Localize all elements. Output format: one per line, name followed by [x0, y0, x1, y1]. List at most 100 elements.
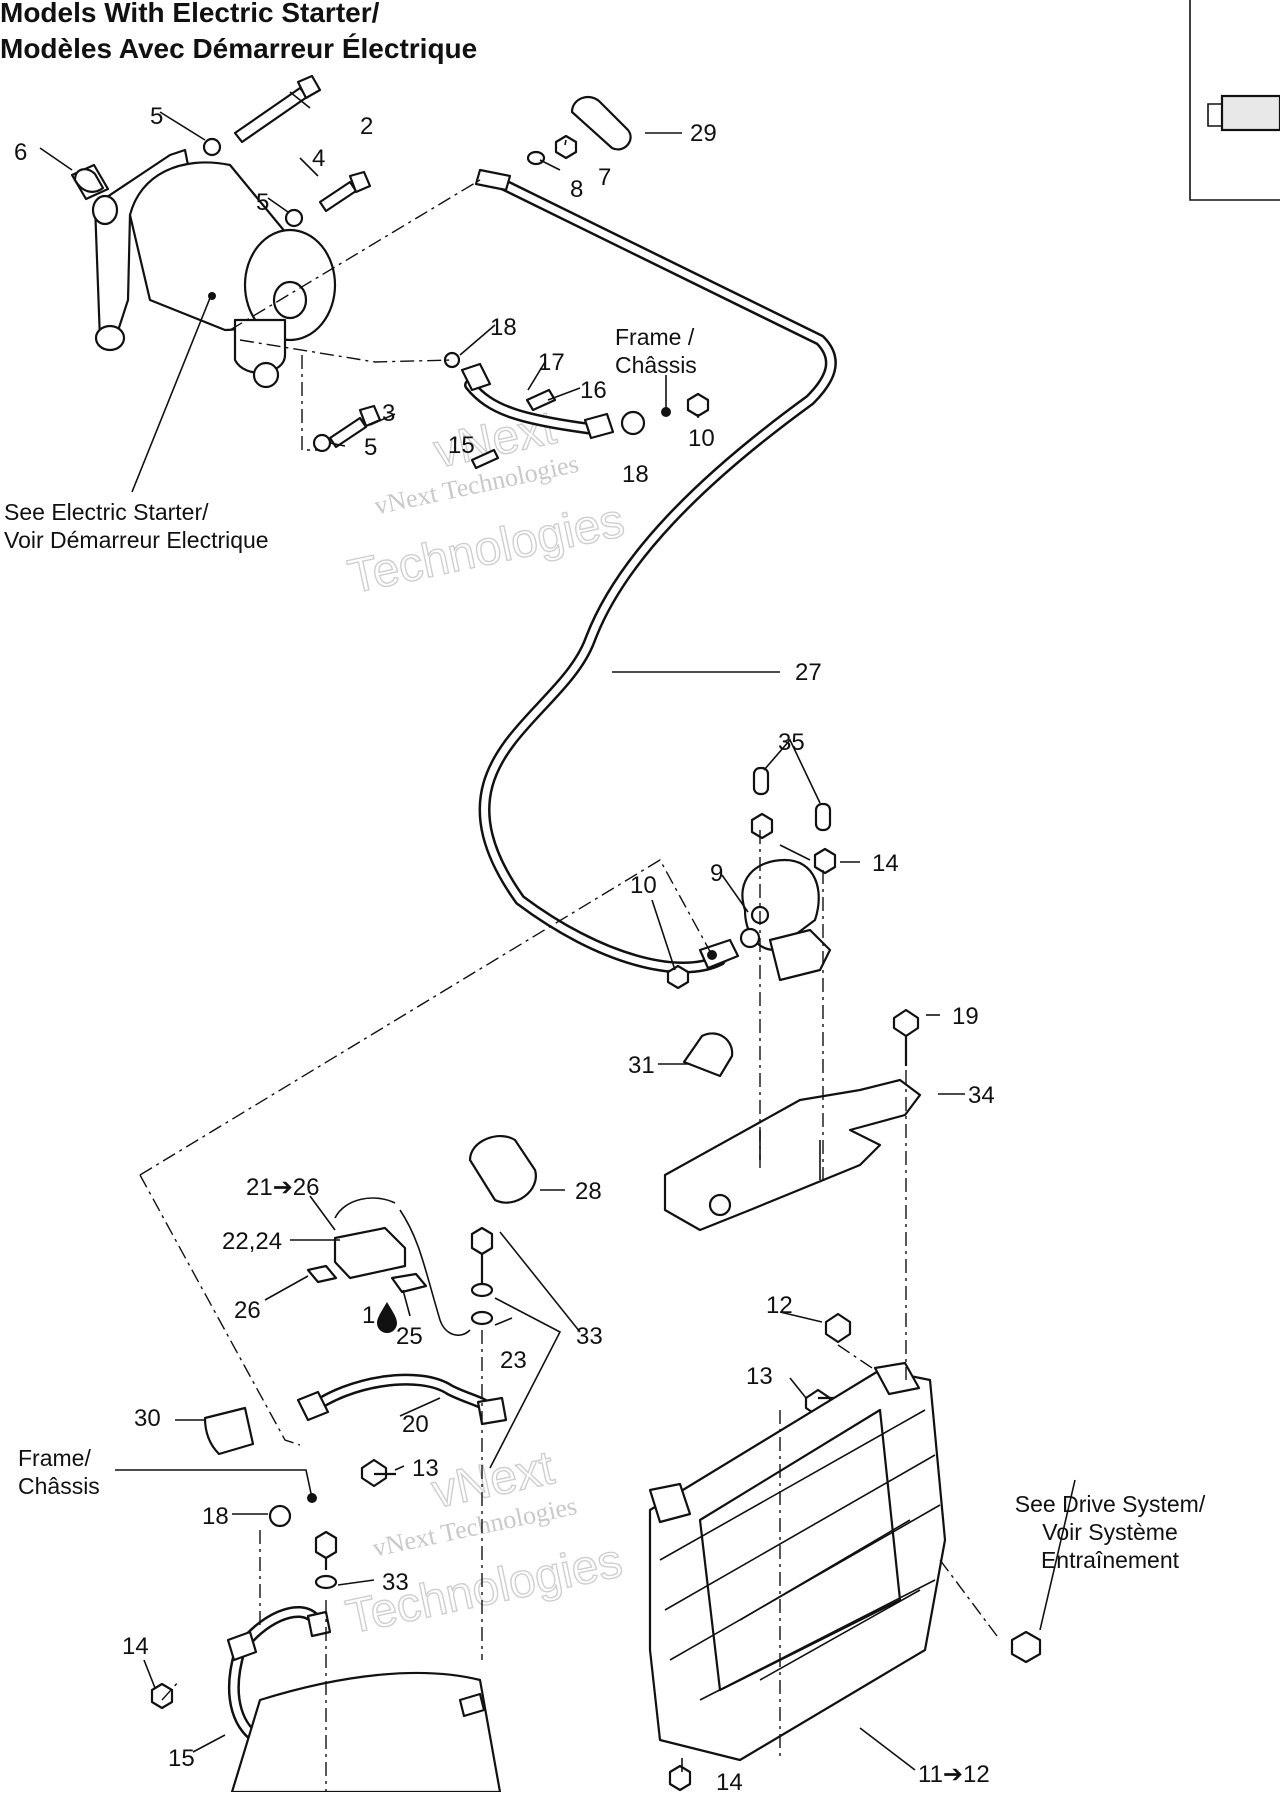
callout-3: 3 — [382, 400, 395, 427]
callout-31: 31 — [628, 1052, 655, 1079]
callout-13a: 13 — [412, 1455, 439, 1482]
fuse-26 — [306, 1264, 338, 1284]
title-line-1: Models With Electric Starter/ — [0, 0, 380, 28]
washer-33a — [470, 1282, 494, 1298]
note-frame-2-line-2: Châssis — [18, 1473, 100, 1499]
washer-18b — [620, 410, 646, 436]
callout-13b: 13 — [746, 1363, 773, 1390]
callout-11: 11➔12 — [918, 1761, 990, 1788]
note-drive-line-3: Entraînement — [1041, 1547, 1180, 1573]
callout-29: 29 — [690, 120, 717, 147]
callout-4: 4 — [312, 145, 325, 172]
assembly-lines — [139, 179, 1001, 1792]
callout-14a: 14 — [872, 850, 899, 877]
frame-point-2 — [707, 950, 717, 960]
cap-35b — [814, 802, 832, 832]
note-frame-1-line-1: Frame / — [615, 324, 695, 350]
callout-1: 1 — [362, 1302, 375, 1329]
bolt-2 — [233, 74, 322, 144]
callout-25: 25 — [396, 1323, 423, 1350]
nut-10b — [666, 964, 690, 990]
boot-31 — [682, 1032, 734, 1078]
bolt-3 — [328, 404, 382, 449]
nut-14c — [150, 1682, 174, 1710]
callout-34: 34 — [968, 1082, 995, 1109]
title-line-2: Modèles Avec Démarreur Électrique — [0, 33, 477, 64]
washer-8 — [526, 150, 546, 166]
boot-29 — [570, 95, 632, 151]
note-starter-line-1: See Electric Starter/ — [4, 499, 209, 525]
washer-18c — [268, 1504, 292, 1528]
nut-14b — [813, 847, 837, 875]
callout-5a: 5 — [150, 103, 163, 130]
note-starter-line-2: Voir Démarreur Electrique — [4, 527, 269, 553]
note-frame-1-line-2: Châssis — [615, 352, 697, 378]
washer-5c — [312, 433, 332, 453]
callout-12: 12 — [766, 1292, 793, 1319]
callout-22: 22,24 — [222, 1228, 282, 1255]
callout-6: 6 — [14, 139, 27, 166]
notes: Frame / Châssis See Electric Starter/ Vo… — [4, 324, 1206, 1573]
callout-2: 2 — [360, 113, 373, 140]
note-drive-line-1: See Drive System/ — [1015, 1491, 1206, 1517]
bolt-4 — [318, 170, 372, 213]
callout-18a: 18 — [490, 314, 517, 341]
boot-28 — [468, 1135, 537, 1204]
callout-33b: 33 — [382, 1569, 409, 1596]
callout-23: 23 — [500, 1347, 527, 1374]
battery — [230, 1671, 502, 1794]
boot-30 — [203, 1406, 255, 1456]
cable-16 — [460, 362, 615, 440]
callout-35: 35 — [778, 729, 805, 756]
callout-10b: 10 — [630, 872, 657, 899]
bracket-34 — [663, 1078, 922, 1232]
bolt-19 — [892, 1008, 920, 1066]
cable-20 — [296, 1373, 508, 1426]
starter-motor — [70, 148, 337, 389]
fuse-holder — [306, 1197, 471, 1336]
callout-30: 30 — [134, 1405, 161, 1432]
bolt-15 — [470, 448, 500, 470]
callout-16: 16 — [580, 377, 607, 404]
bolt-33b — [314, 1530, 338, 1570]
callout-15b: 15 — [168, 1745, 195, 1772]
nut-drive — [1010, 1630, 1042, 1664]
note-frame-2-line-1: Frame/ — [18, 1445, 91, 1471]
nut-10a — [686, 392, 710, 418]
bolt-13a — [360, 1458, 396, 1488]
inset-thumbnail — [1189, 0, 1280, 201]
nut-14d — [668, 1764, 692, 1792]
callout-21: 21➔26 — [246, 1174, 320, 1201]
cap-35a — [752, 766, 770, 796]
watermark-bottom: vNext Technologies vNext Technologies — [341, 1441, 627, 1645]
callout-9: 9 — [710, 860, 723, 887]
callout-5b: 5 — [256, 189, 269, 216]
lubricant-drop-icon — [377, 1302, 397, 1333]
washer-5b — [284, 208, 304, 228]
leader-lines — [39, 91, 1076, 1772]
washer-18a — [443, 351, 461, 369]
callout-17: 17 — [538, 349, 565, 376]
callout-10a: 10 — [688, 425, 715, 452]
callout-14b: 14 — [122, 1633, 149, 1660]
callout-26: 26 — [234, 1297, 261, 1324]
note-drive-line-2: Voir Système — [1042, 1519, 1178, 1545]
nut-14a — [750, 812, 774, 840]
bolt-17 — [525, 388, 557, 412]
fuse-cap-25 — [390, 1272, 428, 1294]
nut-7 — [554, 134, 578, 160]
callout-14c: 14 — [716, 1769, 743, 1792]
bolt-33a — [470, 1226, 494, 1284]
callout-15a: 15 — [448, 432, 475, 459]
battery-tray-11 — [648, 1361, 947, 1762]
callout-18c: 18 — [202, 1503, 229, 1530]
washer-5a — [202, 137, 222, 157]
callout-7: 7 — [598, 164, 611, 191]
callout-8: 8 — [570, 176, 583, 203]
solenoid-9 — [739, 858, 832, 982]
cable-27 — [474, 168, 837, 974]
washer-33b — [314, 1574, 338, 1590]
callout-5c: 5 — [364, 434, 377, 461]
